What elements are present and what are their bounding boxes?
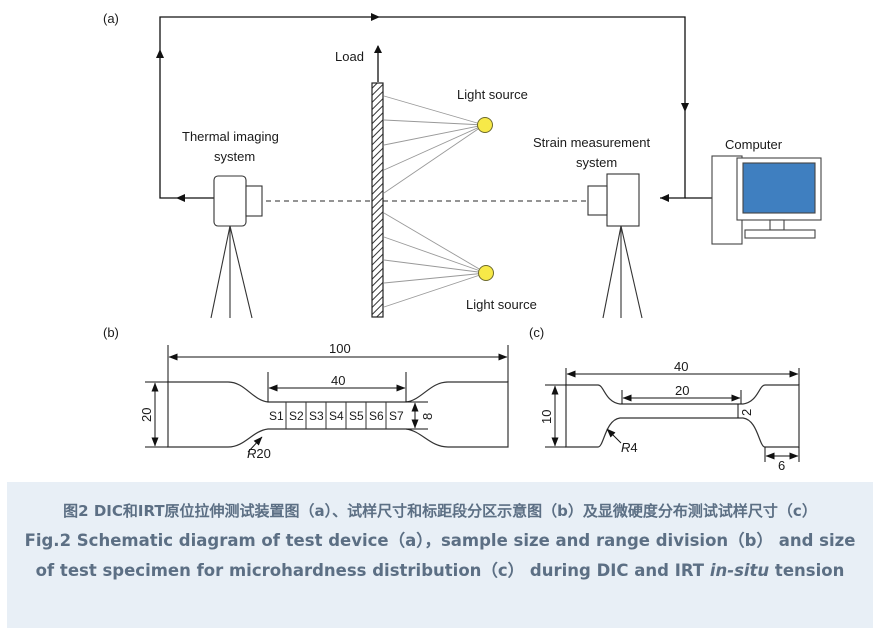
dim-c-gauge-length: 20: [675, 383, 689, 398]
light-rays: [383, 95, 487, 308]
panel-label-b: (b): [103, 325, 119, 340]
dim-b-radius-value: 20: [256, 446, 270, 461]
load-label: Load: [335, 49, 364, 64]
segment-label: S2: [289, 409, 304, 423]
data-loop-wires: [159, 16, 686, 199]
panel-label-a: (a): [103, 11, 119, 26]
thermal-label-line1: Thermal imaging: [182, 129, 279, 144]
loop-arrowheads: [156, 13, 689, 202]
thermal-label-line2: system: [214, 149, 255, 164]
dim-c-radius-value: 4: [630, 440, 637, 455]
dim-c-total-length: 40: [674, 359, 688, 374]
thermal-camera: [210, 175, 263, 319]
caption-english-line1: Fig.2 Schematic diagram of test device（a…: [24, 531, 856, 550]
test-setup-figure: (a) Load Light source Light source: [103, 11, 822, 473]
caption-english-line2-post: tension: [769, 561, 845, 580]
light-source-top-bulb: [477, 117, 493, 133]
segment-label: S3: [309, 409, 324, 423]
caption-english-line2-pre: of test specimen for microhardness distr…: [35, 561, 710, 580]
strain-label-line2: system: [576, 155, 617, 170]
caption-english-line2: of test specimen for microhardness distr…: [15, 556, 865, 586]
tensile-specimen: [371, 82, 384, 318]
light-source-top-label: Light source: [457, 87, 528, 102]
computer-label: Computer: [725, 137, 783, 152]
dim-b-radius: R20: [247, 446, 271, 461]
segment-label: S7: [389, 409, 404, 423]
dim-b-gauge-length: 40: [331, 373, 345, 388]
light-source-bottom-label: Light source: [466, 297, 537, 312]
dim-c-radius: R4: [621, 440, 638, 455]
light-source-bottom-bulb: [478, 265, 494, 281]
dim-b-total-length: 100: [329, 341, 351, 356]
strain-camera: [587, 173, 643, 319]
figure-caption: 图2 DIC和IRT原位拉伸测试装置图（a）、试样尺寸和标距段分区示意图（b）及…: [7, 482, 873, 628]
dim-b-gauge-width: 8: [420, 413, 435, 420]
specimen-c-dimensions: [545, 368, 800, 462]
dim-b-width: 20: [139, 408, 154, 422]
specimen-b-segments: [285, 402, 387, 429]
dim-c-grip-length: 6: [778, 458, 785, 473]
segment-label: S4: [329, 409, 344, 423]
strain-label-line1: Strain measurement: [533, 135, 650, 150]
specimen-b-dimensions: [145, 345, 509, 453]
dim-c-gauge-width: 2: [739, 409, 754, 416]
segment-label: S1: [269, 409, 284, 423]
panel-label-c: (c): [529, 325, 544, 340]
caption-english-in-situ: in-situ: [709, 561, 770, 580]
dim-c-width: 10: [539, 410, 554, 424]
segment-label: S6: [369, 409, 384, 423]
specimen-b-outline: [167, 381, 509, 448]
dim-b-radius-prefix: R: [247, 446, 256, 461]
segment-label: S5: [349, 409, 364, 423]
computer: [711, 155, 822, 245]
dim-c-radius-prefix: R: [621, 440, 630, 455]
caption-chinese: 图2 DIC和IRT原位拉伸测试装置图（a）、试样尺寸和标距段分区示意图（b）及…: [63, 502, 817, 520]
